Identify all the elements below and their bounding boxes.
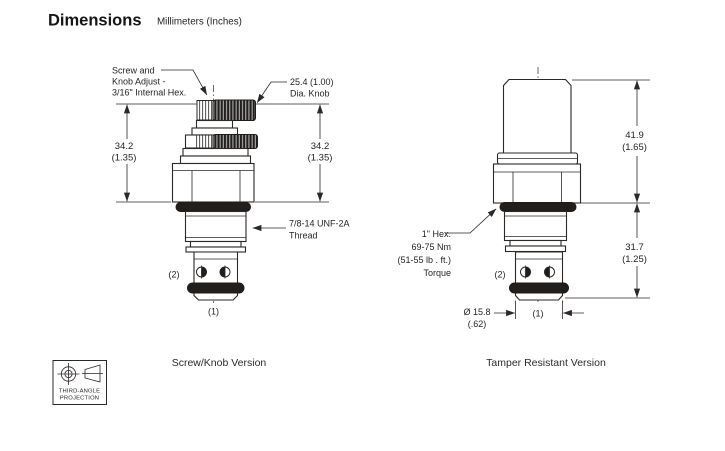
projection-border: [52, 360, 107, 405]
dim-34-2-right-in: (1.35): [308, 153, 333, 164]
thread-label-line2: Thread: [289, 231, 318, 241]
thread-section: [184, 210, 247, 243]
step-lip: [504, 245, 567, 253]
dim-31-7-mm: 31.7: [625, 242, 644, 253]
step-upper: [189, 240, 242, 248]
third-angle-projection-box: THIRD-ANGLE PROJECTION: [52, 360, 107, 405]
dim-41-9-mm: 41.9: [625, 130, 644, 141]
leader-line: [161, 69, 208, 96]
thread-label-line1: 7/8-14 UNF-2A: [289, 219, 350, 229]
dim-41-9-in: (1.65): [622, 142, 647, 153]
leader-line: [445, 208, 497, 234]
projection-cone-icon: [84, 364, 101, 383]
knob-dia-label-line1: 25.4 (1.00): [290, 77, 334, 87]
port-2-label: (2): [169, 270, 180, 280]
dim-34-2-right-mm: 34.2: [311, 141, 330, 152]
adjust-knob: [212, 99, 256, 121]
o-ring: [187, 282, 245, 294]
leader-line: [256, 81, 287, 103]
adjust-label-line3: 3/16" Internal Hex.: [112, 88, 186, 98]
dim-34-2-left-in: (1.35): [112, 153, 137, 164]
tamper-cap: [502, 78, 572, 154]
adjust-label-line2: Knob Adjust -: [112, 77, 166, 87]
page-title: Dimensions: [48, 12, 142, 30]
screw-knob-valve-drawing: [171, 85, 258, 303]
knob-dia-label-line2: Dia. Knob: [290, 89, 330, 99]
step-lip: [185, 246, 247, 253]
hex-torque-label-line4: Torque: [423, 268, 451, 278]
o-ring: [509, 282, 569, 294]
hex-body: [171, 162, 255, 203]
lockring-knurl-white: [196, 135, 213, 148]
page-subtitle: Millimeters (Inches): [157, 17, 242, 28]
neck-upper: [195, 119, 234, 129]
neck-lower: [191, 127, 239, 136]
port-2-label: (2): [495, 270, 506, 280]
hex-torque-label-line2: 69-75 Nm: [411, 242, 451, 252]
right-caption: Tamper Resistant Version: [486, 357, 606, 369]
step-upper: [509, 239, 562, 247]
seal-ring: [175, 202, 251, 212]
dia-15-8-mm: Ø 15.8: [463, 307, 490, 317]
knob-knurl-white: [196, 100, 215, 121]
left-caption: Screw/Knob Version: [172, 357, 267, 369]
flange-upper: [182, 147, 249, 157]
right-dimensions: 41.9 (1.65) 31.7 (1.25) Ø 15.8 (.62): [463, 79, 650, 329]
port-1-label: (1): [208, 307, 219, 317]
projection-label-line1: THIRD-ANGLE: [59, 389, 101, 395]
left-dimensions: 34.2 (1.35) 34.2 (1.35): [112, 103, 333, 203]
hex-body: [492, 163, 582, 204]
tamper-resistant-valve-drawing: [492, 67, 582, 302]
dia-15-8-in: (.62): [468, 319, 487, 329]
left-callouts: Screw and Knob Adjust - 3/16" Internal H…: [112, 66, 350, 317]
flange-lower: [179, 155, 252, 165]
hex-torque-label-line1: 1" Hex.: [422, 229, 451, 239]
seal-ring: [499, 202, 577, 212]
lockring-knob: [212, 134, 258, 149]
dim-34-2-left-mm: 34.2: [115, 141, 134, 152]
right-callouts: 1" Hex. 69-75 Nm (51-55 lb . ft.) Torque…: [397, 208, 544, 319]
adjust-label-line1: Screw and: [112, 66, 155, 76]
dim-31-7-in: (1.25): [622, 254, 647, 265]
port-1-label: (1): [533, 309, 544, 319]
hex-torque-label-line3: (51-55 lb . ft.): [397, 255, 451, 265]
projection-label-line2: PROJECTION: [60, 396, 99, 402]
